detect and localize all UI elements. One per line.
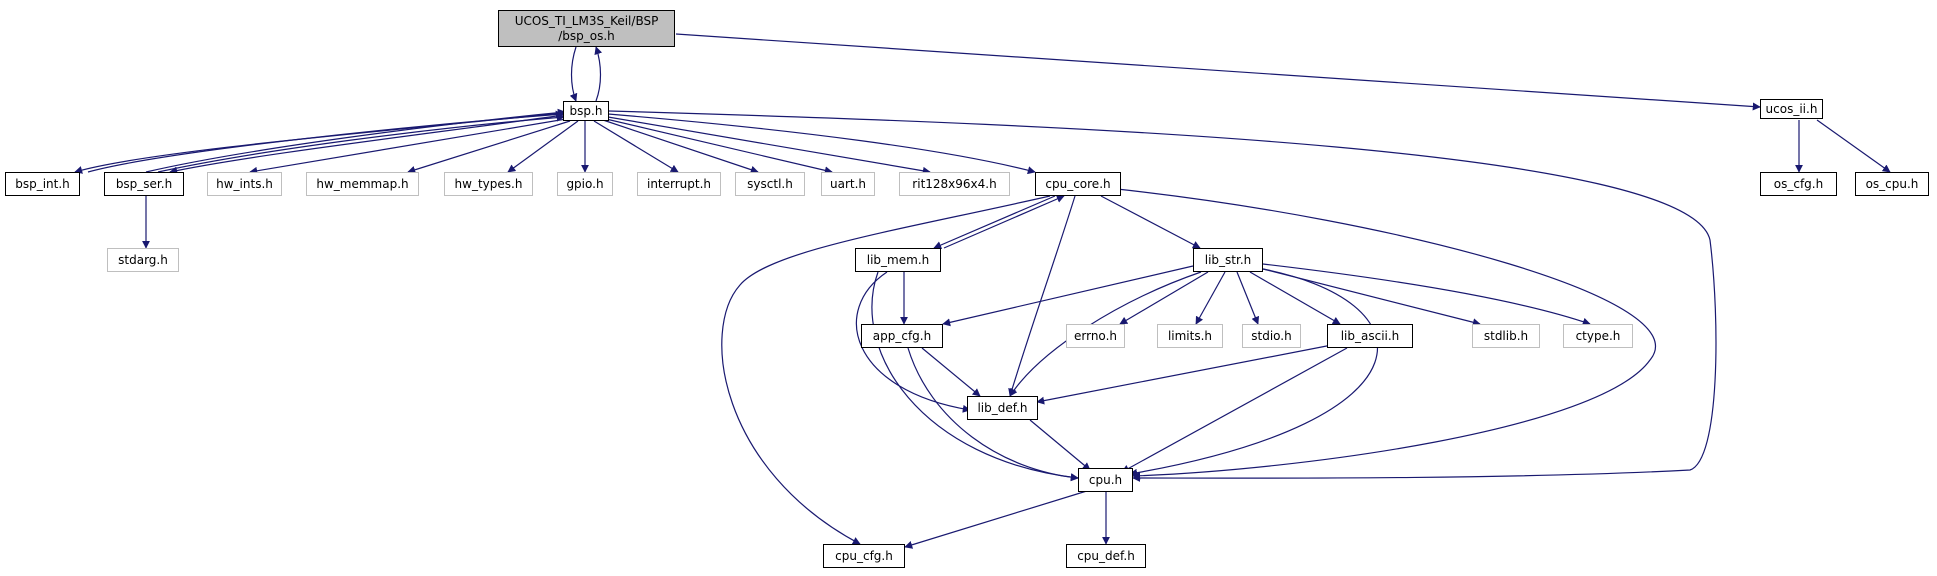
node-stdarg-h[interactable]: stdarg.h <box>107 248 179 272</box>
node-errno-h[interactable]: errno.h <box>1066 324 1125 348</box>
node-bsp-ser-h[interactable]: bsp_ser.h <box>104 172 184 196</box>
node-cpu-cfg-h[interactable]: cpu_cfg.h <box>823 544 905 568</box>
node-cpu-core-h[interactable]: cpu_core.h <box>1035 172 1121 196</box>
node-lib-def-h[interactable]: lib_def.h <box>967 396 1038 420</box>
node-interrupt-h[interactable]: interrupt.h <box>637 172 721 196</box>
edge-cpucore-libmem <box>933 195 1056 249</box>
edge-bsp-hwints <box>249 118 567 175</box>
node-rit128x96x4-h[interactable]: rit128x96x4.h <box>899 172 1010 196</box>
edge-bsp-rit <box>607 116 931 175</box>
edge-bsp-cpu <box>608 110 1717 483</box>
edge-libstr-libascii <box>1249 271 1341 325</box>
node-cpu-h[interactable]: cpu.h <box>1078 468 1133 492</box>
node-ctype-h[interactable]: ctype.h <box>1563 324 1633 348</box>
node-cpu-def-h[interactable]: cpu_def.h <box>1066 544 1146 568</box>
node-sysctl-h[interactable]: sysctl.h <box>735 172 805 196</box>
edge-cpucore-libstr <box>1100 195 1201 249</box>
node-os-cfg-h[interactable]: os_cfg.h <box>1760 172 1837 196</box>
node-hw-memmap-h[interactable]: hw_memmap.h <box>306 172 419 196</box>
edge-libascii-cpu <box>1121 347 1348 473</box>
node-os-cpu-h[interactable]: os_cpu.h <box>1855 172 1929 196</box>
edge-root-ucos <box>675 33 1761 111</box>
edge-bspser-bsp2 <box>145 108 566 173</box>
edge-root-bsp <box>569 46 578 102</box>
edge-appcfg-cpu <box>907 347 1079 482</box>
edge-bsp-bspint <box>74 112 564 174</box>
edge-libstr-ctype <box>1262 263 1591 326</box>
edge-libmem-cpu <box>871 271 1079 482</box>
edge-cpucore-cpu <box>1116 188 1657 480</box>
node-lib-mem-h[interactable]: lib_mem.h <box>855 248 941 272</box>
node-ucos-ii-h[interactable]: ucos_ii.h <box>1760 99 1823 119</box>
node-uart-h[interactable]: uart.h <box>821 172 875 196</box>
edge-bsp-hwtypes <box>507 120 579 173</box>
edge-libmem-cpucore <box>943 195 1065 249</box>
node-stdlib-h[interactable]: stdlib.h <box>1472 324 1540 348</box>
node-bsp-h[interactable]: bsp.h <box>563 101 609 121</box>
node-hw-ints-h[interactable]: hw_ints.h <box>207 172 282 196</box>
node-app-cfg-h[interactable]: app_cfg.h <box>861 324 943 348</box>
edge-bsp-root <box>594 46 603 102</box>
edge-cpucore-cpucfg <box>721 195 1051 545</box>
edge-bsp-uart <box>605 118 833 175</box>
edge-bsp-cpucore <box>607 113 1036 175</box>
node-bsp-os-h[interactable]: UCOS_TI_LM3S_Keil/BSP /bsp_os.h <box>498 10 675 47</box>
node-bsp-int-h[interactable]: bsp_int.h <box>5 172 80 196</box>
edge-libstr-errno <box>1119 271 1209 325</box>
edge-libstr-appcfg <box>942 265 1194 327</box>
node-lib-ascii-h[interactable]: lib_ascii.h <box>1327 324 1413 348</box>
edge-libascii-libdef <box>1036 343 1338 405</box>
edge-libstr-stdio <box>1236 271 1260 325</box>
node-lib-str-h[interactable]: lib_str.h <box>1193 248 1263 272</box>
edge-bsp-interrupt <box>593 120 679 173</box>
edge-bsp-sysctl <box>602 119 759 174</box>
edge-cpucore-libdef <box>1008 195 1076 397</box>
edge-bspser-bsp <box>157 113 565 173</box>
node-stdio-h[interactable]: stdio.h <box>1242 324 1301 348</box>
edge-libdef-cpu <box>1029 419 1091 471</box>
node-gpio-h[interactable]: gpio.h <box>557 172 613 196</box>
edge-bsp-bspser <box>169 114 565 175</box>
edge-appcfg-libdef <box>921 347 981 397</box>
edge-ucos-oscpu <box>1816 119 1891 173</box>
node-limits-h[interactable]: limits.h <box>1157 324 1223 348</box>
node-label-line2: /bsp_os.h <box>558 28 615 43</box>
edge-bsp-hwmemmap <box>407 120 571 174</box>
node-hw-types-h[interactable]: hw_types.h <box>444 172 533 196</box>
edge-libstr-limits <box>1195 271 1226 325</box>
node-label-line1: UCOS_TI_LM3S_Keil/BSP <box>514 13 659 28</box>
edge-libstr-cpu <box>1129 267 1379 477</box>
edge-cpu-cpucfg <box>904 489 1091 549</box>
